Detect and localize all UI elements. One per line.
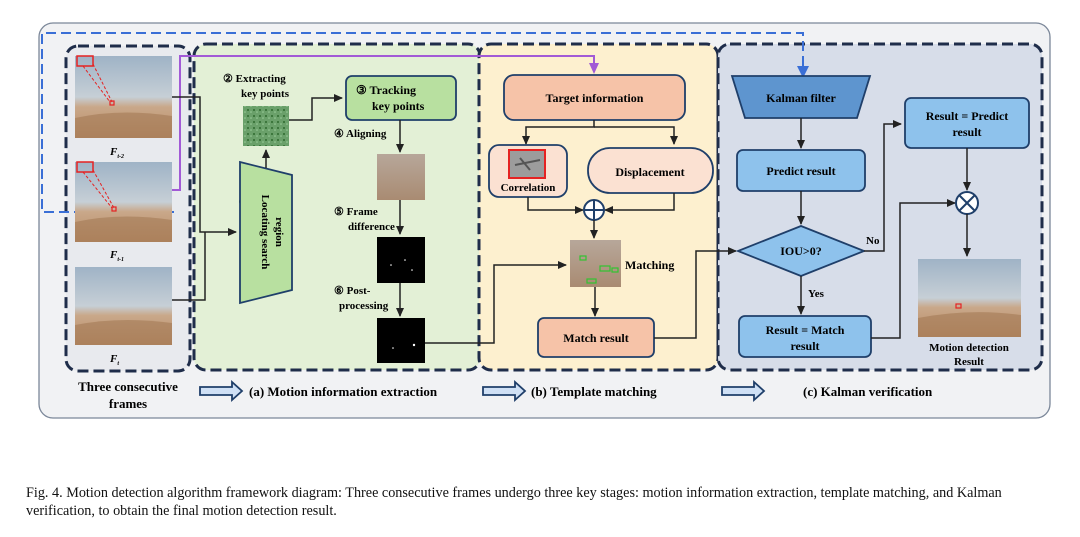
step2-label-2: key points [241,88,290,100]
target-info-label: Target information [546,91,644,105]
arrow-post-to-matching [425,261,567,344]
step2-label-1: ② Extracting [223,73,286,85]
motion-result-image [918,259,1021,337]
tracking-box [345,75,457,121]
result-match-label-1: Result = Match [766,323,845,337]
sum-operator-icon [583,199,605,221]
tracking-label-1: ③ Tracking [356,83,416,97]
step6-label-2: processing [339,300,389,312]
yes-label: Yes [808,288,825,300]
feedback-arrow-purple [158,55,599,191]
frame-image-t2 [75,55,172,138]
arrow-target-to-correlation [522,120,595,145]
arrow-frame-t2-to-locate [172,96,237,236]
step5-label-2: difference [348,221,395,233]
stage-c-arrow-icon [721,379,766,403]
merge-operator-icon [955,191,979,215]
stage-b-title: (b) Template matching [531,384,657,399]
arrow-target-to-displacement [594,126,678,145]
stage-a-arrow-icon [199,379,244,403]
stage-b-arrow-icon [482,379,527,403]
step5-label-1: ⑤ Frame [334,206,378,218]
no-label: No [866,235,880,247]
arrow-iou-no [864,120,902,252]
step4-label: ④ Aligning [334,128,387,140]
keypoints-image [243,106,289,146]
match-result-label: Match result [563,331,628,345]
result-match-box [738,315,872,358]
frame-image-t [75,267,172,345]
step6-label-1: ⑥ Post- [334,285,371,297]
caption-text: Fig. 4. Motion detection algorithm frame… [26,485,1002,519]
arrow-correlation-to-sum [527,197,584,214]
feedback-arrow-blue [41,32,809,213]
locating-label-1: Locating search [259,195,271,270]
correlation-label: Correlation [501,182,556,194]
framework-diagram: Ft-2 Ft-1 Ft ① Locating search region ② … [38,22,1051,419]
frame-label-t1: Ft-1 [109,249,124,263]
frames-group-label-2: frames [109,396,147,411]
predict-result-label: Predict result [766,164,835,178]
frame-difference-image [377,237,425,283]
figure-caption: Fig. 4. Motion detection algorithm frame… [26,484,1056,520]
figure: Ft-2 Ft-1 Ft ① Locating search region ② … [38,22,1051,419]
locating-region-box [239,160,293,305]
stage-a-title: (a) Motion information extraction [249,384,438,399]
matching-label: Matching [625,258,674,272]
post-processing-image [377,318,425,363]
frame-label-t2: Ft-2 [109,146,124,160]
kalman-filter-box [730,75,872,119]
displacement-box [587,147,714,194]
iou-label: IOU>0? [780,244,822,258]
arrow-match-to-iou [654,247,737,339]
frame-image-t1 [75,161,172,242]
result-predict-label-1: Result = Predict [926,109,1009,123]
correlation-template-image [508,149,546,179]
result-predict-label-2: result [952,125,981,139]
arrow-displacement-to-sum [604,193,675,214]
arrow-frame-t-to-locate [172,232,206,301]
result-match-label-2: result [790,339,819,353]
tracking-label-2: key points [372,99,425,113]
arrow-keypoints-to-tracking [289,94,343,121]
stage-c-title: (c) Kalman verification [803,384,933,399]
arrow-match-to-merge [871,199,956,339]
displacement-label: Displacement [615,165,684,179]
frame-label-t: Ft [109,353,119,367]
kalman-filter-label: Kalman filter [766,91,836,105]
frames-group-label-1: Three consecutive [78,379,178,394]
result-predict-box [904,97,1030,149]
locating-label-2: region [273,217,285,247]
aligned-image [377,154,425,200]
motion-result-label-1: Motion detection [929,342,1009,354]
motion-result-label-2: Result [954,356,984,368]
